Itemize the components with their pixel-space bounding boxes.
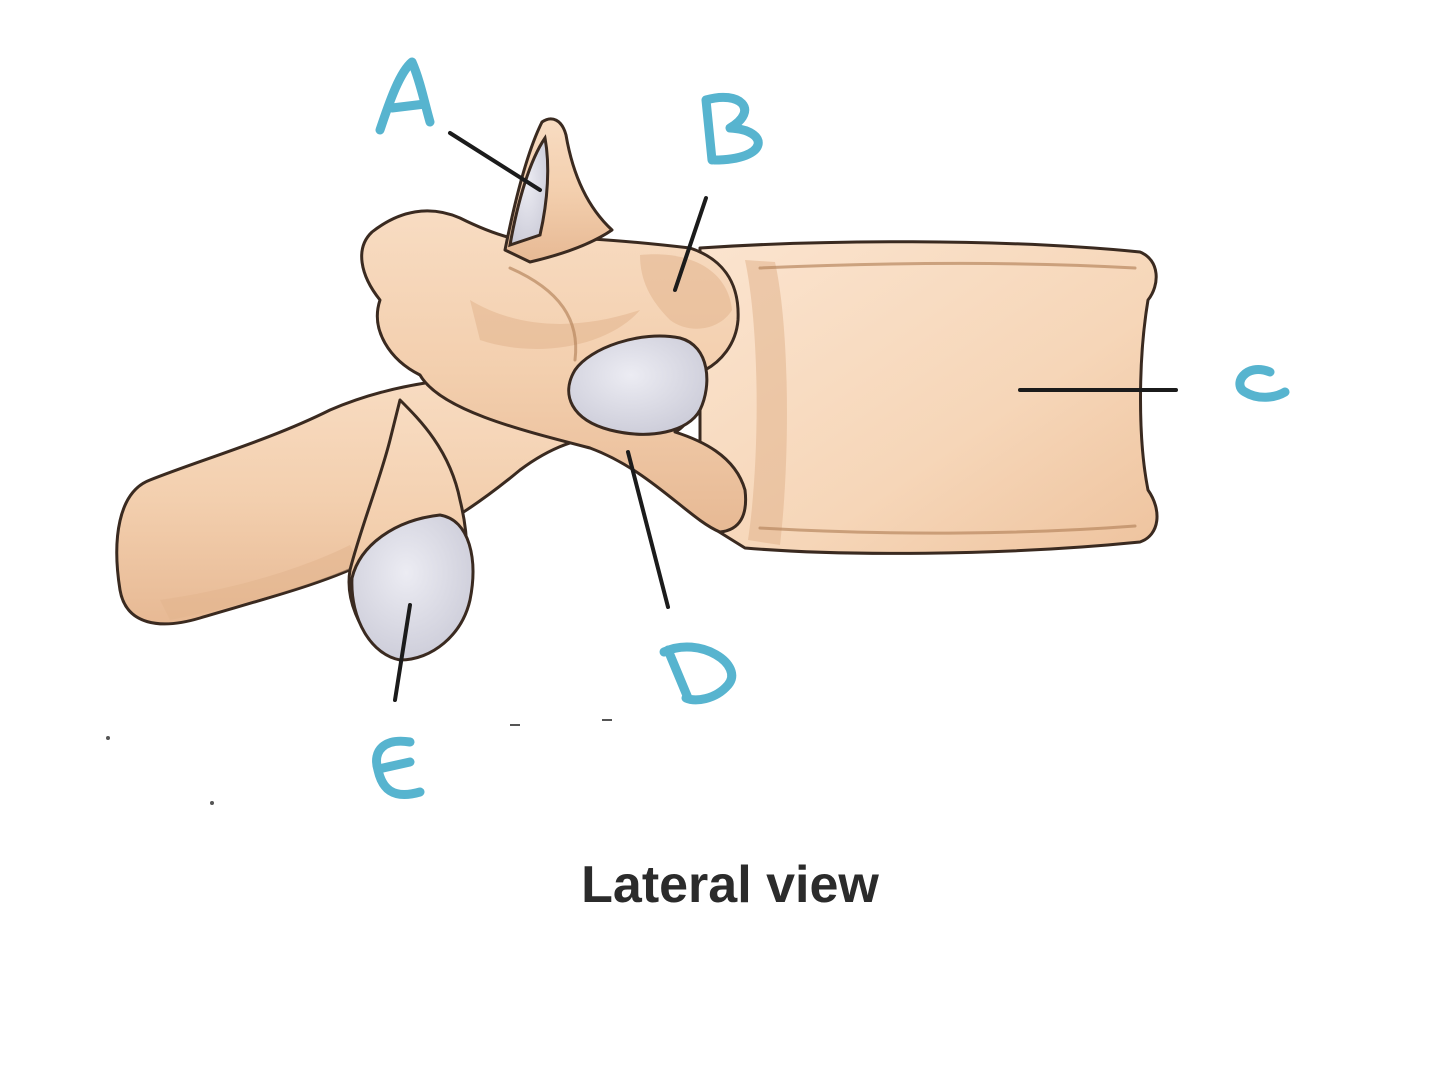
leader-e [393,603,412,702]
superior-articular-process [503,117,614,264]
leader-a [448,131,542,192]
leader-d [626,450,670,609]
speck [602,719,612,721]
label-b: B [701,92,763,165]
vertebral-body [698,240,1159,555]
speck [106,736,110,740]
speck [210,801,214,805]
label-c: C [1235,365,1290,402]
label-a-text: A [400,98,401,101]
label-e: E [372,736,425,799]
label-a: A [375,57,435,135]
label-d: D [659,642,737,705]
caption: Lateral view [581,856,879,914]
costal-facet [567,334,709,436]
speck [510,724,520,726]
label-d-text: D [700,674,701,676]
leader-b [673,196,708,292]
inferior-articular-process [347,398,475,662]
label-c-text: C [1255,384,1256,386]
pedicle-b [640,254,732,329]
leader-lines [393,131,1178,702]
